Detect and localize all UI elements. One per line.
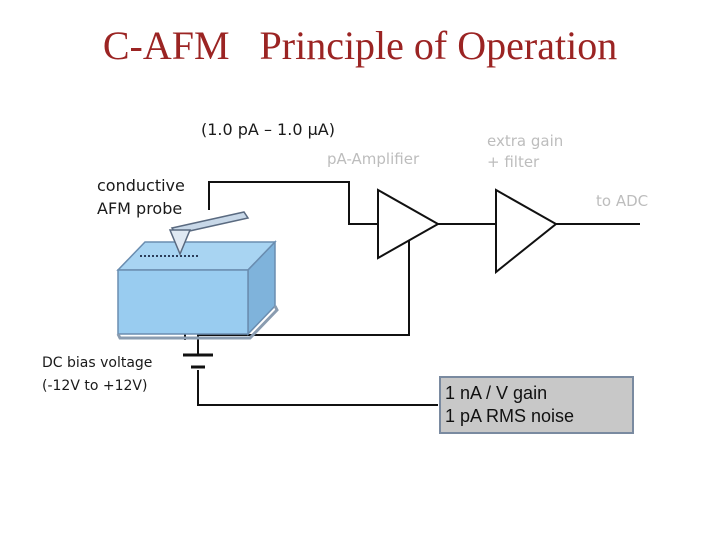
extra-gain-label: extra gain + filter [487,131,563,173]
bias-line1: DC bias voltage [42,355,153,371]
bias-label: DC bias voltage (-12V to +12V) [42,352,152,398]
dc-bias-battery-icon [183,353,213,369]
current-range-label: (1.0 pA – 1.0 μA) [201,120,335,139]
probe-line1: conductive [97,176,185,195]
gain-stage-icon [495,188,558,275]
gain-spec: 1 nA / V gain [445,383,548,403]
bias-line2: (-12V to +12V) [42,378,148,394]
spec-box: 1 nA / V gain 1 pA RMS noise [439,376,634,434]
pa-amplifier-icon [377,188,441,260]
probe-line2: AFM probe [97,199,183,218]
sample-block-icon [116,240,279,340]
afm-probe-icon [168,211,250,256]
slide-title: C-AFM Principle of Operation [102,23,618,68]
extra-gain-line2: + filter [487,153,540,171]
amplifier-label: pA-Amplifier [327,150,420,168]
probe-label: conductive AFM probe [97,174,185,220]
extra-gain-line1: extra gain [487,132,564,150]
to-adc-label: to ADC [596,192,649,210]
bias-to-ground-wire [197,370,438,406]
noise-spec: 1 pA RMS noise [445,406,575,426]
return-wire [197,224,410,355]
probe-to-amplifier-wire [208,181,378,225]
